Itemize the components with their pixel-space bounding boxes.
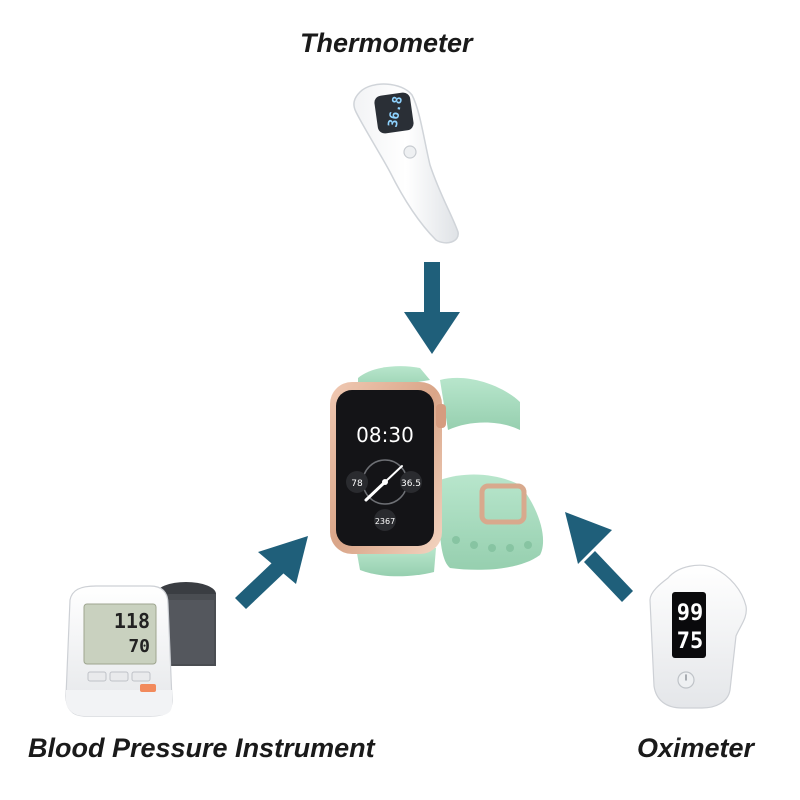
oximeter-pulse: 75 bbox=[677, 629, 704, 654]
watch-time: 08:30 bbox=[356, 423, 414, 447]
arrow-from-thermometer bbox=[404, 262, 460, 354]
thermometer-label: Thermometer bbox=[300, 28, 473, 58]
thermometer-button bbox=[403, 145, 417, 159]
watch-bottom-dial: 2367 bbox=[375, 517, 395, 526]
arrow-from-blood-pressure bbox=[235, 536, 308, 609]
watch-left-dial: 78 bbox=[351, 479, 363, 489]
oximeter-label: Oximeter bbox=[637, 733, 755, 763]
thermometer-device: 36.8 bbox=[353, 83, 459, 244]
bp-systolic: 118 bbox=[114, 609, 150, 633]
arrow-from-oximeter bbox=[565, 512, 633, 602]
smartwatch-device: 08:30 78 36.5 2367 bbox=[330, 366, 544, 577]
thermometer-reading: 36.8 bbox=[386, 95, 406, 129]
oximeter-device: 99 75 bbox=[649, 564, 747, 709]
watch-right-dial: 36.5 bbox=[401, 479, 421, 489]
blood-pressure-label: Blood Pressure Instrument bbox=[28, 733, 375, 763]
oximeter-spo2: 99 bbox=[677, 601, 704, 626]
blood-pressure-device: 118 70 bbox=[65, 582, 216, 717]
bp-diastolic: 70 bbox=[128, 636, 150, 657]
